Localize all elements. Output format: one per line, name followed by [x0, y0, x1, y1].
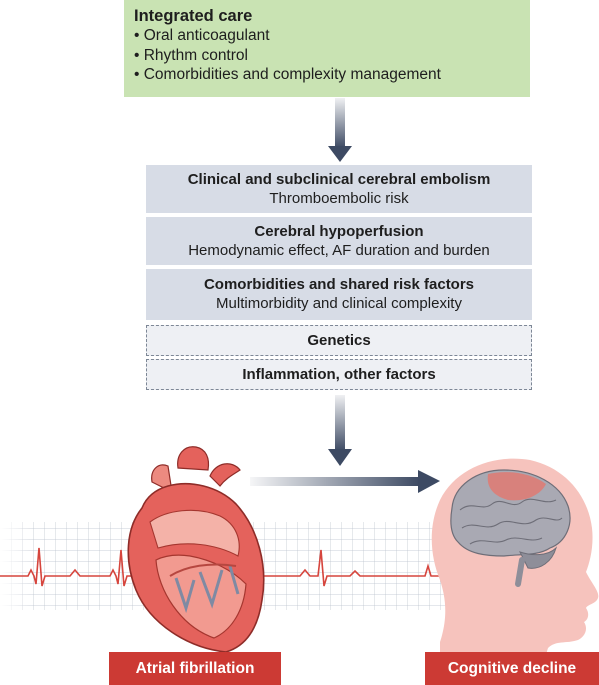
arrow-down-icon	[328, 395, 352, 466]
list-item: Comorbidities and complexity management	[134, 65, 530, 85]
arrow-down-icon	[328, 98, 352, 162]
atrial-fibrillation-label: Atrial fibrillation	[109, 652, 281, 685]
integrated-care-title: Integrated care	[134, 7, 253, 25]
list-item: Oral anticoagulant	[134, 26, 530, 46]
brain-illustration	[450, 469, 571, 587]
integrated-care-list: Oral anticoagulant Rhythm control Comorb…	[134, 26, 530, 85]
mechanism-subtitle: Thromboembolic risk	[269, 190, 409, 207]
mechanism-genetics-box: Genetics	[146, 325, 532, 356]
arrow-right-icon	[250, 470, 440, 493]
mechanism-subtitle: Hemodynamic effect, AF duration and burd…	[188, 242, 490, 259]
mechanism-title: Inflammation, other factors	[242, 366, 436, 383]
mechanism-embolism-box: Clinical and subclinical cerebral emboli…	[146, 165, 532, 213]
mechanism-title: Clinical and subclinical cerebral emboli…	[187, 171, 491, 188]
mechanism-title: Cerebral hypoperfusion	[254, 223, 424, 240]
mechanism-title: Genetics	[307, 332, 371, 349]
list-item: Rhythm control	[134, 46, 530, 66]
mechanism-hypoperfusion-box: Cerebral hypoperfusion Hemodynamic effec…	[146, 217, 532, 265]
mechanism-subtitle: Multimorbidity and clinical complexity	[216, 295, 462, 312]
heart-illustration	[127, 446, 265, 653]
integrated-care-box: Integrated care Oral anticoagulant Rhyth…	[124, 0, 530, 97]
mechanism-comorbidities-box: Comorbidities and shared risk factors Mu…	[146, 269, 532, 320]
cognitive-decline-label: Cognitive decline	[425, 652, 599, 685]
mechanism-title: Comorbidities and shared risk factors	[203, 276, 475, 293]
mechanism-inflammation-box: Inflammation, other factors	[146, 359, 532, 390]
